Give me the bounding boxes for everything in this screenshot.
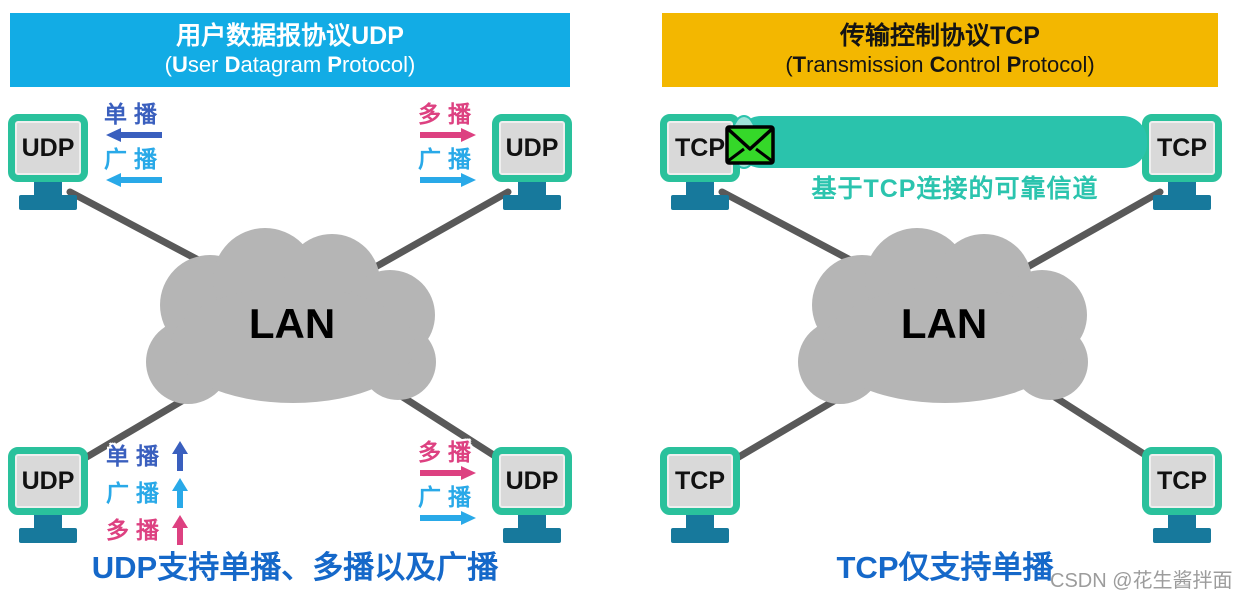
monitor-label: UDP — [21, 133, 75, 162]
udp-host-bottom-right: UDP — [492, 447, 572, 543]
monitor: UDP — [8, 447, 88, 515]
tcp-title-en: (Transmission Control Protocol) — [785, 52, 1095, 77]
multicast-label: 多播 — [418, 101, 478, 127]
udp-title-en: (User Datagram Protocol) — [164, 52, 416, 77]
tcp-title-zh: 传输控制协议TCP — [839, 22, 1040, 50]
csdn-watermark: CSDN @花生酱拌面 — [1050, 570, 1233, 592]
monitor-label: UDP — [505, 133, 559, 162]
monitor-base — [671, 528, 729, 543]
udp-header: 用户数据报协议UDP (User Datagram Protocol) — [10, 13, 570, 87]
monitor-stand — [34, 182, 62, 195]
tcp-host-top-left: TCP — [660, 114, 740, 210]
tcp-channel-label: 基于TCP连接的可靠信道 — [811, 175, 1099, 203]
connection-line — [996, 358, 1151, 460]
tcp-header: 传输控制协议TCP (Transmission Control Protocol… — [662, 13, 1218, 87]
monitor: TCP — [1142, 114, 1222, 182]
monitor-label: TCP — [675, 466, 725, 495]
multicast-right-arrow-icon — [420, 128, 476, 142]
multicast-right-arrow-icon — [420, 466, 476, 480]
monitor-base — [19, 528, 77, 543]
monitor: TCP — [1142, 447, 1222, 515]
monitor-stand — [686, 515, 714, 528]
unicast-label: 单播 — [104, 101, 164, 127]
udp-bottomright-cast-labels: 多播 广播 — [418, 439, 478, 529]
monitor-stand — [34, 515, 62, 528]
udp-topright-cast-labels: 多播 广播 — [418, 101, 478, 191]
multicast-label: 多播 — [418, 439, 478, 465]
monitor-stand — [1168, 182, 1196, 195]
broadcast-label: 广播 — [106, 480, 166, 506]
monitor-label: TCP — [675, 133, 725, 162]
monitor-stand — [518, 182, 546, 195]
monitor-label: UDP — [505, 466, 559, 495]
monitor: UDP — [8, 114, 88, 182]
broadcast-right-arrow-icon — [420, 173, 476, 187]
broadcast-label: 广播 — [418, 484, 478, 510]
connection-line — [733, 358, 904, 462]
tcp-pipe — [737, 116, 1147, 168]
monitor-label: TCP — [1157, 466, 1207, 495]
udp-topleft-cast-labels: 单播 广播 — [104, 101, 164, 191]
tcp-host-bottom-right: TCP — [1142, 447, 1222, 543]
udp-bottomleft-cast-labels: 单播 广播 多播 — [106, 441, 188, 552]
unicast-up-arrow-icon — [172, 441, 188, 471]
monitor-base — [671, 195, 729, 210]
monitor-base — [1153, 528, 1211, 543]
monitor-label: TCP — [1157, 133, 1207, 162]
broadcast-label: 广播 — [104, 146, 164, 172]
monitor-base — [503, 195, 561, 210]
monitor-label: UDP — [21, 466, 75, 495]
monitor: UDP — [492, 114, 572, 182]
monitor-stand — [1168, 515, 1196, 528]
monitor-base — [503, 528, 561, 543]
broadcast-left-arrow-icon — [106, 173, 162, 187]
tcp-host-bottom-left: TCP — [660, 447, 740, 543]
multicast-label: 多播 — [106, 517, 166, 543]
udp-host-top-right: UDP — [492, 114, 572, 210]
monitor-stand — [518, 515, 546, 528]
udp-title-zh: 用户数据报协议UDP — [176, 22, 404, 50]
broadcast-label: 广播 — [418, 146, 478, 172]
udp-caption: UDP支持单播、多播以及广播 — [91, 550, 499, 585]
tcp-host-top-right: TCP — [1142, 114, 1222, 210]
lan-label-right: LAN — [900, 300, 988, 347]
connection-line — [66, 188, 259, 294]
connection-line — [336, 188, 512, 291]
connection-line — [718, 188, 911, 294]
broadcast-up-arrow-icon — [172, 478, 188, 508]
multicast-up-arrow-icon — [172, 515, 188, 545]
unicast-left-arrow-icon — [106, 128, 162, 142]
monitor: UDP — [492, 447, 572, 515]
monitor-stand — [686, 182, 714, 195]
lan-label-left: LAN — [248, 300, 336, 347]
connection-line — [988, 188, 1164, 291]
tcp-caption: TCP仅支持单播 — [836, 550, 1054, 585]
monitor-base — [19, 195, 77, 210]
monitor-base — [1153, 195, 1211, 210]
unicast-label: 单播 — [106, 443, 166, 469]
udp-host-top-left: UDP — [8, 114, 88, 210]
monitor: TCP — [660, 447, 740, 515]
monitor: TCP — [660, 114, 740, 182]
broadcast-right-arrow-icon — [420, 511, 476, 525]
udp-host-bottom-left: UDP — [8, 447, 88, 543]
